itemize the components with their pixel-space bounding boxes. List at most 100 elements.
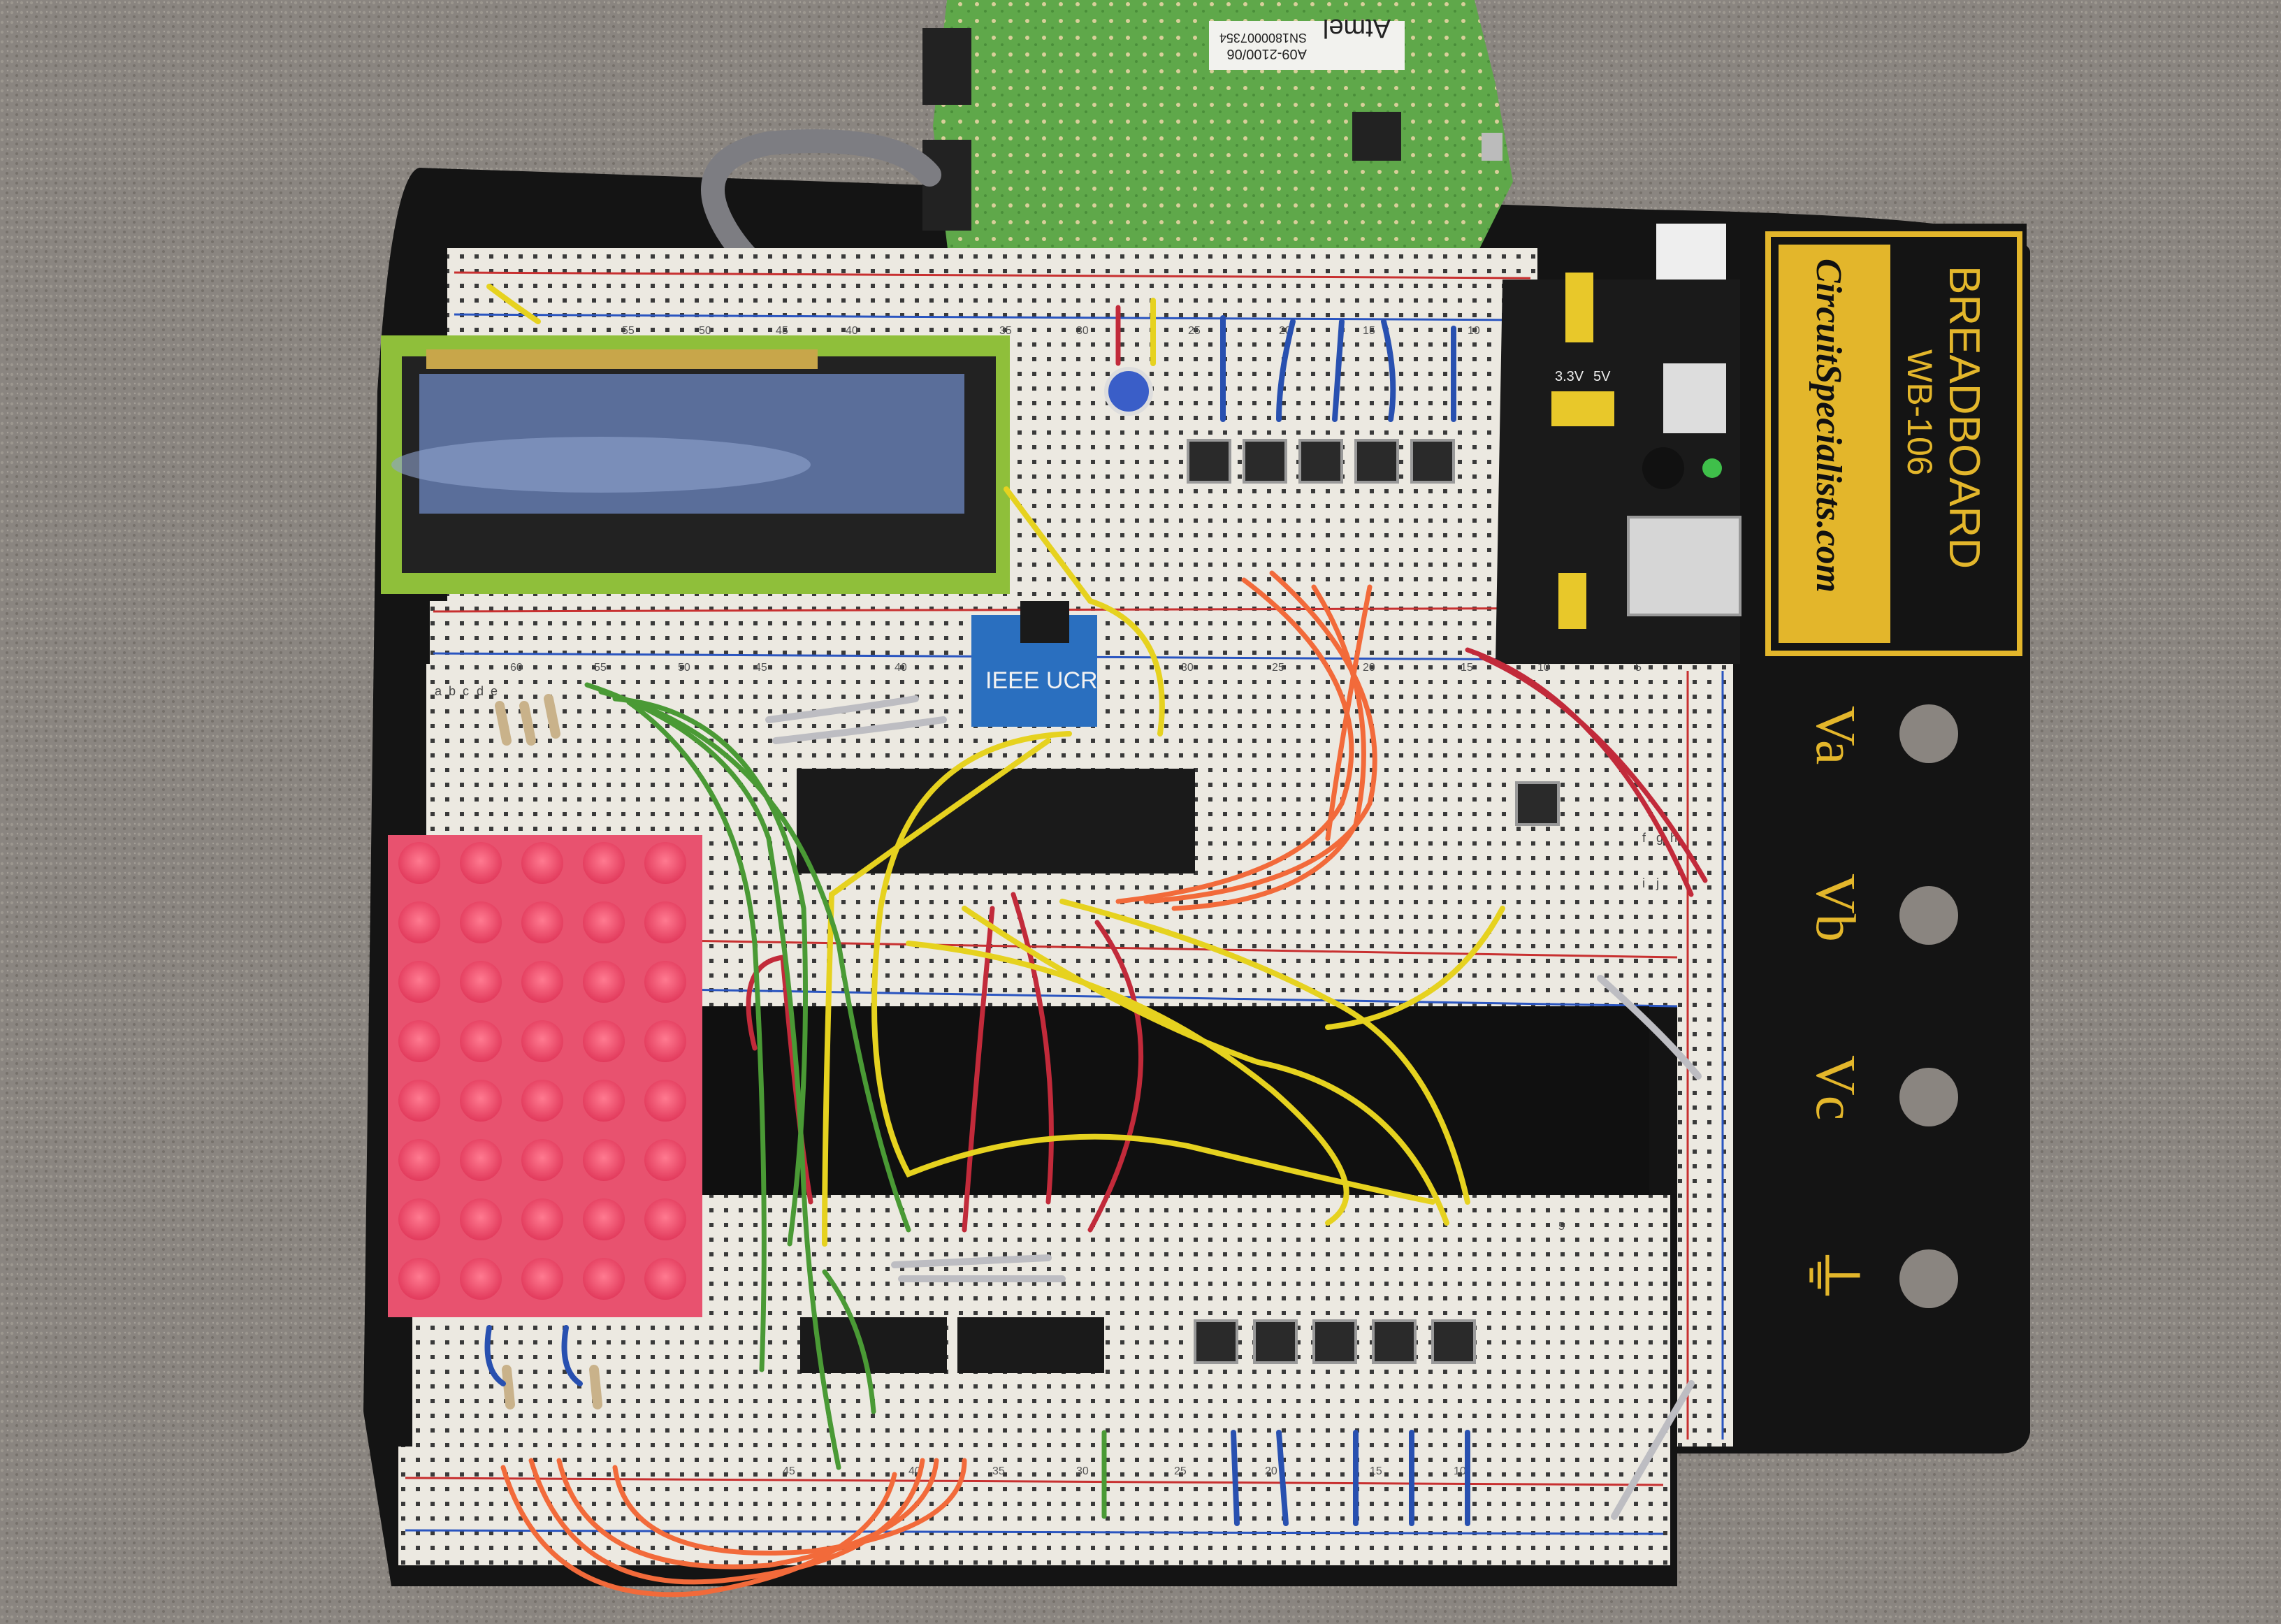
row-number: 30	[1076, 325, 1089, 337]
led-dot	[460, 1020, 502, 1062]
column-letter: g	[1656, 831, 1663, 845]
wires-green	[584, 682, 1107, 1519]
atmel-programmer-board: Atmel A09-2100/06 SN1800007354	[922, 0, 1513, 273]
led-dot	[398, 842, 440, 884]
row-number: 45	[755, 662, 767, 674]
led-dot	[460, 901, 502, 943]
right-vertical-rail	[1677, 664, 1733, 1447]
ic-chip-right	[957, 1317, 1104, 1373]
programmer-serial: SN1800007354	[1219, 31, 1307, 45]
led-dot	[583, 1020, 625, 1062]
wires-gray	[765, 695, 1702, 1520]
row-number: 15	[1370, 1465, 1382, 1477]
column-letter: j	[1656, 876, 1659, 890]
column-letter: d	[477, 684, 484, 698]
programmer-part: A09-2100/06	[1226, 46, 1307, 61]
row-number: 10	[1537, 662, 1550, 674]
led-dot	[521, 901, 563, 943]
row-number: 50	[699, 325, 711, 337]
led-dot	[460, 961, 502, 1003]
led-dot	[583, 1198, 625, 1240]
row-number: 25	[1174, 1465, 1187, 1477]
led-dot	[398, 1198, 440, 1240]
led-dot	[460, 1139, 502, 1181]
power-supply-module: 3.3V 5V	[1496, 224, 1741, 664]
led-dot	[521, 1080, 563, 1122]
row-number: 25	[1272, 662, 1284, 674]
led-dot	[521, 961, 563, 1003]
programmer-brand: Atmel	[1323, 13, 1391, 43]
lcd-display-module	[381, 335, 1010, 594]
led-dot	[398, 1080, 440, 1122]
top-power-rail	[447, 248, 1537, 325]
wires-blue	[484, 315, 1470, 1526]
led-dot	[460, 1258, 502, 1300]
led-dot	[398, 1020, 440, 1062]
column-letter: a	[435, 684, 442, 698]
terminal-hole-vb	[1899, 886, 1958, 945]
column-letter: e	[491, 684, 498, 698]
column-letter: f	[1642, 831, 1646, 845]
adapter-label: IEEE UCR	[985, 667, 1098, 694]
power-module-label-5v: 5V	[1593, 369, 1611, 384]
column-letter: b	[449, 684, 456, 698]
led-dot	[644, 1258, 686, 1300]
terminal-hole-va	[1899, 704, 1958, 763]
led-dot	[644, 1198, 686, 1240]
row-number: 55	[594, 662, 607, 674]
led-dot	[644, 901, 686, 943]
terminal-label-va: Va	[1804, 706, 1866, 764]
led-dot	[644, 1139, 686, 1181]
push-buttons-bottom	[1194, 1319, 1476, 1364]
microcontroller-chip	[797, 769, 1195, 873]
led-dot	[583, 1080, 625, 1122]
ic-chip-left	[800, 1317, 947, 1373]
led-dot	[460, 842, 502, 884]
led-dot	[398, 1139, 440, 1181]
row-number: 30	[1076, 1465, 1089, 1477]
row-number: 20	[1265, 1465, 1277, 1477]
push-buttons-top	[1187, 439, 1560, 826]
lower-power-rail	[398, 1447, 1670, 1565]
board-title: BREADBOARD	[1940, 266, 1988, 569]
potentiometer	[1104, 367, 1153, 416]
row-number: 20	[1363, 662, 1375, 674]
row-number: 45	[776, 325, 788, 337]
led-dot	[460, 1198, 502, 1240]
breadboard-label-panel: CircuitSpecialists.com BREADBOARD WB-106	[1761, 224, 2027, 657]
terminal-posts: Va Vb Vc ⏚	[1796, 704, 1958, 1308]
led-dot	[398, 1258, 440, 1300]
led-dot	[583, 961, 625, 1003]
wires-orange	[500, 570, 1377, 1597]
led-dot	[521, 1020, 563, 1062]
wires-yellow	[486, 284, 1505, 1247]
terminal-label-vc: Vc	[1804, 1055, 1866, 1120]
board-gap	[699, 1006, 1649, 1202]
led-dot	[644, 961, 686, 1003]
row-number: 25	[1188, 325, 1201, 337]
isp-adapter-board: IEEE UCR	[971, 601, 1098, 727]
terminal-hole-ground	[1899, 1249, 1958, 1308]
led-dot	[460, 1080, 502, 1122]
row-number: 5	[1635, 662, 1642, 674]
terminal-label-ground: ⏚	[1796, 1244, 1866, 1307]
board-model: WB-106	[1900, 349, 1939, 476]
led-dot	[521, 1139, 563, 1181]
breadboard-column-letters: a b c d e f g h i j	[435, 684, 1677, 890]
row-number: 50	[678, 662, 690, 674]
led-dot	[644, 1080, 686, 1122]
row-number: 15	[1461, 662, 1473, 674]
wires-red	[746, 305, 1708, 1233]
led-dot-matrix	[388, 835, 702, 1317]
row-number: 40	[846, 325, 858, 337]
row-number: 10	[1468, 325, 1480, 337]
row-number: 35	[992, 1465, 1005, 1477]
column-letter: c	[463, 684, 469, 698]
column-letter: i	[1642, 876, 1645, 890]
resistors	[495, 694, 602, 1409]
led-dot	[398, 901, 440, 943]
row-number: 15	[1363, 325, 1375, 337]
led-dot	[583, 1139, 625, 1181]
row-number: 40	[895, 662, 907, 674]
